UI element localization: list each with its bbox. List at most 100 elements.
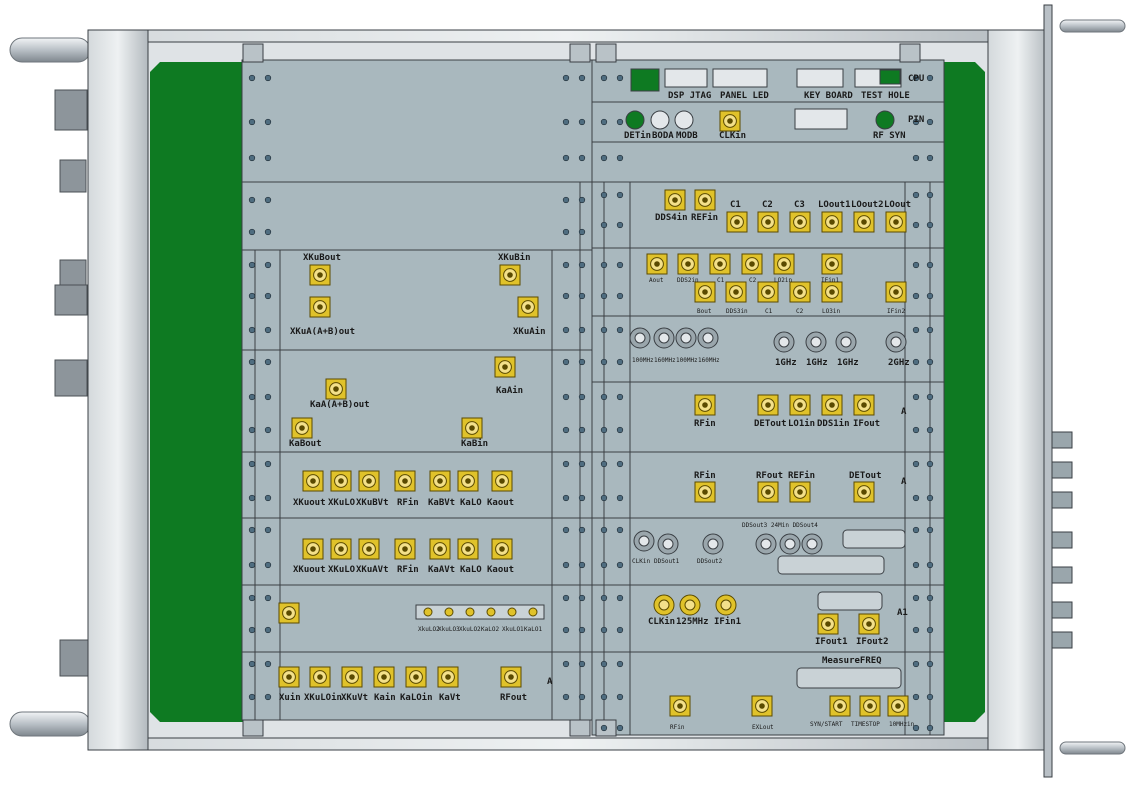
sma-pin — [861, 402, 867, 408]
sma-pin — [469, 425, 475, 431]
screw — [912, 660, 920, 668]
screw — [248, 74, 256, 82]
bnc-connector — [633, 530, 655, 552]
screw — [616, 526, 624, 534]
sma-connector — [341, 666, 363, 688]
sma-pin — [702, 289, 708, 295]
screw — [248, 154, 256, 162]
label-xkubin: XKuBin — [498, 253, 531, 263]
screw — [926, 221, 934, 229]
screw — [600, 626, 608, 634]
screw — [926, 526, 934, 534]
screw — [264, 118, 272, 126]
screw — [912, 292, 920, 300]
sma-connector — [491, 470, 513, 492]
label-row5-4: KaBVt — [428, 498, 456, 508]
screw — [264, 494, 272, 502]
sma-pin — [654, 261, 660, 267]
screw — [248, 526, 256, 534]
sma-connector — [325, 378, 347, 400]
sma-pin — [717, 261, 723, 267]
screw — [600, 261, 608, 269]
sma-connector — [887, 695, 909, 717]
screw — [926, 426, 934, 434]
sma-connector — [885, 281, 907, 303]
screw — [600, 526, 608, 534]
sma-pin — [286, 674, 292, 680]
sma-pin — [333, 386, 339, 392]
sma-connector — [309, 296, 331, 318]
screw — [912, 221, 920, 229]
label-r2-top-2: C1 — [717, 277, 725, 284]
label-r3-1: 160MHz — [654, 357, 676, 364]
bnc-connector — [657, 533, 679, 555]
screw — [264, 261, 272, 269]
screw — [912, 494, 920, 502]
sma-connector — [741, 253, 763, 275]
label-r1-2: C1 — [730, 200, 741, 210]
screw — [600, 221, 608, 229]
label-detin: DETin — [624, 131, 652, 141]
label-r6-1: DDSout1 — [654, 558, 680, 565]
screw — [912, 191, 920, 199]
label-row5-2: XKuBVt — [356, 498, 389, 508]
screw — [600, 660, 608, 668]
sma-connector — [499, 264, 521, 286]
sma-pin — [867, 703, 873, 709]
screw — [264, 626, 272, 634]
screw — [912, 724, 920, 732]
db-connector — [796, 667, 902, 689]
label-row5-6: Kaout — [487, 498, 515, 508]
sma-pin — [402, 546, 408, 552]
screw — [926, 154, 934, 162]
sma-connector — [694, 189, 716, 211]
sma-connector — [821, 253, 843, 275]
label-kabout: KaBout — [289, 439, 322, 449]
label-r5-1: RFout — [756, 471, 784, 481]
screw — [926, 358, 934, 366]
screw — [616, 292, 624, 300]
screw — [562, 196, 570, 204]
sma-connector — [853, 481, 875, 503]
sma-pin — [765, 219, 771, 225]
sma-connector — [709, 253, 731, 275]
label-row5-3: RFin — [397, 498, 419, 508]
sma-pin — [829, 261, 835, 267]
sma-connector — [885, 211, 907, 233]
sma-connector — [461, 417, 483, 439]
screw — [926, 724, 934, 732]
label-xkuain: XKuAin — [513, 327, 546, 337]
panel-left-blank — [241, 181, 593, 251]
bnc-connector — [755, 533, 777, 555]
screw — [926, 261, 934, 269]
strip-pin — [507, 607, 517, 617]
screw — [248, 494, 256, 502]
panel-right-module — [591, 584, 945, 653]
screw — [912, 118, 920, 126]
label-r1-0: DDS4in — [655, 213, 688, 223]
screw — [264, 594, 272, 602]
sma-pin — [338, 546, 344, 552]
green-boards — [150, 62, 985, 722]
label-r1-5: LOout1 — [818, 200, 851, 210]
screw — [600, 693, 608, 701]
sma-fixed — [835, 331, 857, 353]
screw — [562, 594, 570, 602]
sma-connector — [677, 253, 699, 275]
screw — [600, 393, 608, 401]
round-core — [684, 599, 696, 611]
sma-connector — [757, 211, 779, 233]
label-r4-1: DETout — [754, 419, 787, 429]
bnc-core — [778, 336, 790, 348]
left-side-connectors — [54, 89, 89, 677]
label-r8-0: RFin — [670, 724, 685, 731]
screw — [562, 561, 570, 569]
screw — [264, 74, 272, 82]
sma-pin — [797, 402, 803, 408]
screw — [616, 494, 624, 502]
screw — [578, 660, 586, 668]
screw — [578, 693, 586, 701]
label-r3-4: 1GHz — [775, 358, 797, 368]
screw — [926, 292, 934, 300]
sma-connector — [330, 538, 352, 560]
